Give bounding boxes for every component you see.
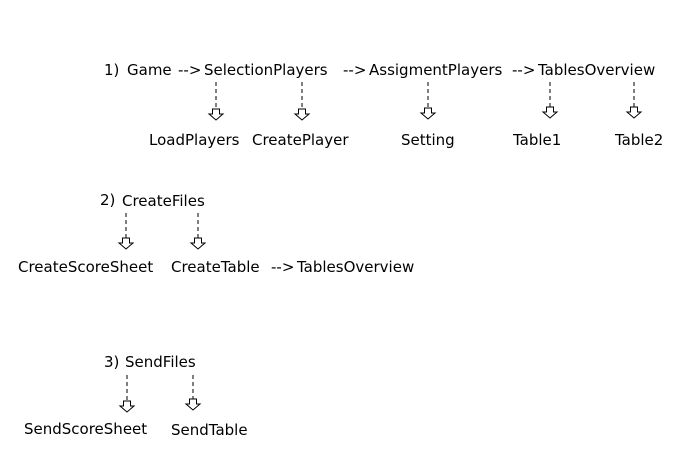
section-1: 1) Game --> SelectionPlayers --> Assigme… <box>104 61 663 149</box>
node-table1: Table1 <box>512 131 561 149</box>
flow-arrow-2: --> <box>343 61 366 79</box>
section-2: 2) CreateFiles CreateScoreSheet CreateTa… <box>18 191 414 276</box>
section-3-number: 3) <box>104 353 119 371</box>
node-create-player: CreatePlayer <box>252 131 349 149</box>
node-create-score-sheet: CreateScoreSheet <box>18 258 153 276</box>
down-arrow-icon <box>117 213 135 250</box>
node-load-players: LoadPlayers <box>149 131 240 149</box>
section-3: 3) SendFiles SendScoreSheet SendTable <box>24 353 248 439</box>
down-arrow-icon <box>625 82 643 119</box>
down-arrow-icon <box>189 213 207 250</box>
down-arrow-icon <box>184 375 202 411</box>
down-arrow-icon <box>293 82 311 121</box>
section-2-number: 2) <box>100 191 115 209</box>
node-assigment-players: AssigmentPlayers <box>369 61 502 79</box>
section-1-number: 1) <box>104 61 119 79</box>
node-send-files: SendFiles <box>125 353 196 371</box>
node-tables-overview-ref: TablesOverview <box>296 258 414 276</box>
node-tables-overview: TablesOverview <box>537 61 655 79</box>
down-arrow-icon <box>207 82 225 121</box>
flow-arrow-3: --> <box>512 61 535 79</box>
flow-arrow-1: --> <box>178 61 201 79</box>
node-send-score-sheet: SendScoreSheet <box>24 420 147 438</box>
down-arrow-icon <box>541 82 559 119</box>
down-arrow-icon <box>118 375 136 413</box>
down-arrow-icon <box>419 82 437 120</box>
node-send-table: SendTable <box>171 421 248 439</box>
node-setting: Setting <box>401 131 455 149</box>
flow-arrow-4: --> <box>271 258 294 276</box>
node-game: Game <box>127 61 172 79</box>
node-create-table: CreateTable <box>171 258 260 276</box>
node-table2: Table2 <box>614 131 663 149</box>
node-selection-players: SelectionPlayers <box>204 61 328 79</box>
node-create-files: CreateFiles <box>122 192 205 210</box>
